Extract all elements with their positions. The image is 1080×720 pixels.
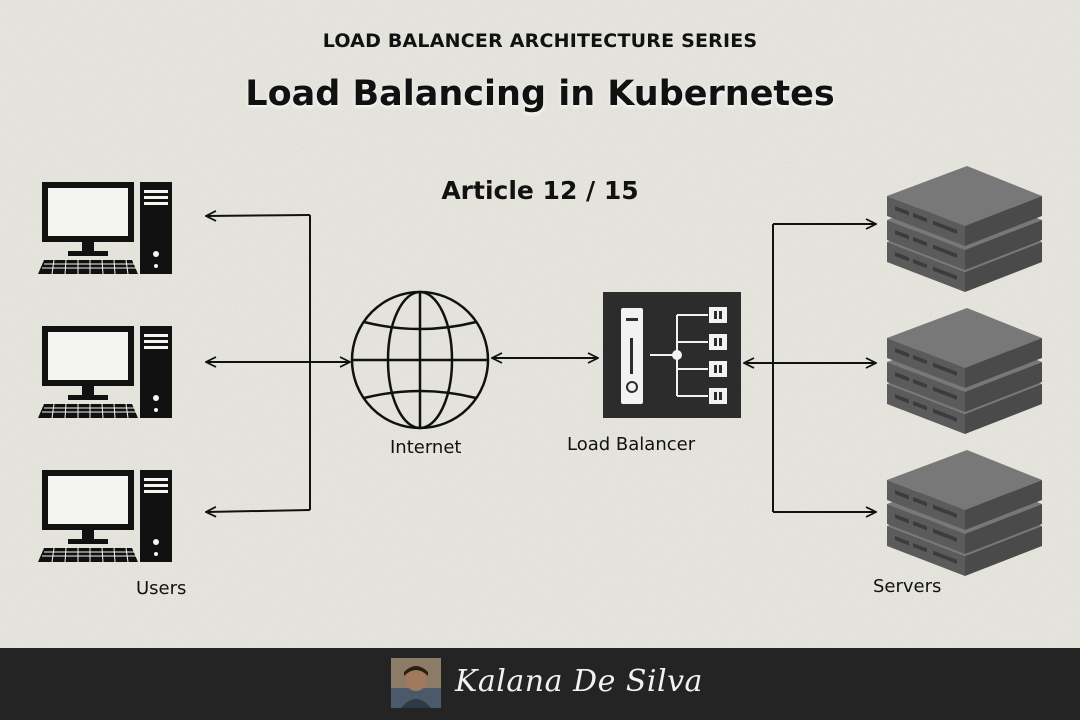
users-label: Users	[136, 578, 187, 599]
arrow-to-user-3	[206, 510, 311, 512]
users-connector	[206, 215, 350, 512]
users-group	[37, 181, 173, 563]
computer-icon	[37, 469, 173, 563]
article-number: Article 12 / 15	[441, 176, 639, 205]
internet-label: Internet	[390, 437, 462, 458]
arrow-to-user-1	[206, 215, 311, 216]
load-balancer-label: Load Balancer	[567, 434, 696, 455]
load-balancer-icon	[603, 292, 741, 418]
computer-icon	[37, 181, 173, 275]
diagram-canvas: LOAD BALANCER ARCHITECTURE SERIES Load B…	[0, 0, 1080, 648]
author-avatar	[391, 658, 441, 708]
page-title: Load Balancing in Kubernetes	[245, 74, 835, 114]
servers-connector	[744, 224, 876, 512]
server-rack-icon	[887, 166, 1042, 292]
server-rack-icon	[887, 308, 1042, 434]
servers-label: Servers	[873, 576, 942, 597]
servers-group	[887, 166, 1042, 576]
computer-icon	[37, 325, 173, 419]
author-name: Kalana De Silva	[455, 664, 703, 699]
architecture-diagram	[37, 0, 1080, 648]
server-rack-icon	[887, 450, 1042, 576]
series-heading: LOAD BALANCER ARCHITECTURE SERIES	[322, 30, 758, 52]
footer-bar	[0, 648, 1080, 720]
globe-icon	[350, 290, 490, 430]
